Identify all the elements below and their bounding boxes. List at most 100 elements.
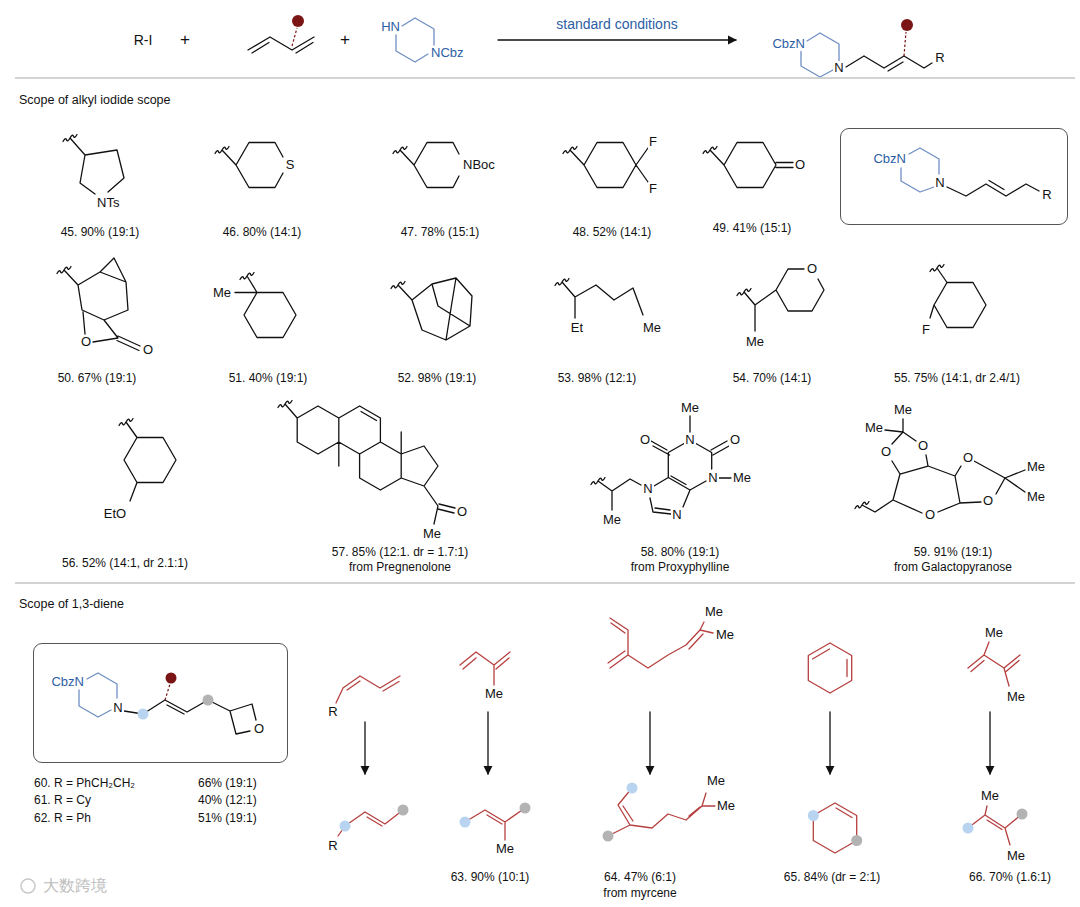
product-chain [947,181,1039,197]
product-fragment [465,808,525,840]
atom-label: Me [422,527,442,541]
atom-label: O [924,508,936,522]
atom-label: CbzN [50,675,85,689]
divider-line [15,77,1075,79]
compound-label: 40% (12:1) [197,794,258,807]
compound-label: 66. 70% (1.6:1) [968,871,1052,884]
structure-52 [391,278,472,340]
compound-label: 51% (19:1) [197,812,258,825]
atom-label: O [962,451,974,465]
structure-55 [930,265,986,328]
reaction-arrow [487,712,488,774]
atom-label: R [327,705,338,719]
compound-label: 60. R = PhCH₂CH₂ [33,777,136,790]
atom-label: O [917,439,929,453]
compound-label: 65. 84% (dr = 2:1) [783,871,881,884]
dashed-bond [165,684,170,700]
reaction-arrow [364,722,365,774]
atom-label: Me [495,842,515,856]
atom-label: Me [864,421,884,435]
atom-label: N [833,61,844,75]
position-dot [603,831,614,842]
atom-label: O [639,433,651,447]
compound-label: 56. 52% (14:1, dr 2.1:1) [61,557,189,570]
compound-label: 46. 80% (14:1) [222,226,303,239]
condition-label: standard conditions [555,17,678,32]
watermark: 大数跨境 [42,878,108,895]
atom-label: O [80,335,92,349]
atom-label: Me [1006,849,1026,863]
atom-label: Me [680,401,700,415]
atom-label: Me [602,513,622,527]
atom-label: Me [716,799,736,813]
reaction-arrow [649,712,650,774]
atom-label: Me [1026,490,1046,504]
structure-57 [278,401,455,525]
atom-label: Me [642,321,662,335]
atom-label: Me [1006,690,1026,704]
atom-label: N [934,176,945,190]
reagent-label: R-I [133,33,154,48]
atom-label: O [880,445,892,459]
position-dot [398,805,409,816]
atom-label: NBoc [462,158,496,172]
structure-56 [119,419,176,502]
atom-label: Me [484,687,504,701]
dashed-bond [292,28,297,46]
divider-line [15,582,1075,584]
atom-label: O [142,343,154,357]
compound-label: from Galactopyranose [893,561,1013,574]
diene-structure [460,652,510,685]
atom-label: O [982,494,994,508]
dashed-bond [904,32,906,56]
atom-label: NCbz [430,46,465,60]
position-dot [963,823,974,834]
compound-label: 47. 78% (15:1) [400,226,481,239]
structure-45 [63,135,124,195]
product-fragment [338,810,403,836]
atom-label: Me [732,471,752,485]
product-chain [846,56,932,71]
compound-label: 45. 90% (19:1) [60,226,141,239]
structure-53 [555,279,643,319]
compound-label: from Proxyphylline [630,561,731,574]
structure-49 [703,143,793,188]
position-dot [460,817,471,828]
atom-label: EtO [103,507,127,521]
atom-label: R [327,839,338,853]
atom-label: N [684,433,695,447]
reaction-arrow [989,712,990,774]
compound-label: 50. 67% (19:1) [57,372,138,385]
compound-label: 55. 75% (14:1, dr 2.4/1) [893,372,1021,385]
reaction-arrow [829,712,830,774]
diene-structure [248,37,314,53]
atom-label: O [806,262,818,276]
compound-label: 59. 91% (19:1) [913,546,994,559]
position-dot [851,835,862,846]
atom-label: F [921,323,931,337]
plus-sign: + [339,31,351,49]
product-fragment [968,806,1022,845]
piperazine-ring [396,18,434,62]
reaction-arrow [498,39,736,40]
position-dot [627,783,638,794]
atom-label: R [1041,188,1052,202]
compound-label: 52. 98% (19:1) [397,372,478,385]
compound-label: 63. 90% (10:1) [450,871,531,884]
structure-51 [235,273,296,338]
substituent-dot [292,15,304,27]
position-dot [138,709,149,720]
atom-label: Me [745,335,765,349]
position-dot [203,695,214,706]
compound-label: 53. 98% (12:1) [557,372,638,385]
atom-label: CbzN [872,152,907,166]
position-dot [520,803,531,814]
product-chain [124,700,256,734]
substituent-dot [166,673,177,684]
compound-label: 48. 52% (14:1) [572,226,653,239]
atom-label: O [456,505,468,519]
atom-label: NTs [96,196,120,210]
compound-label: from myrcene [602,887,677,900]
diene-structure [808,643,851,693]
